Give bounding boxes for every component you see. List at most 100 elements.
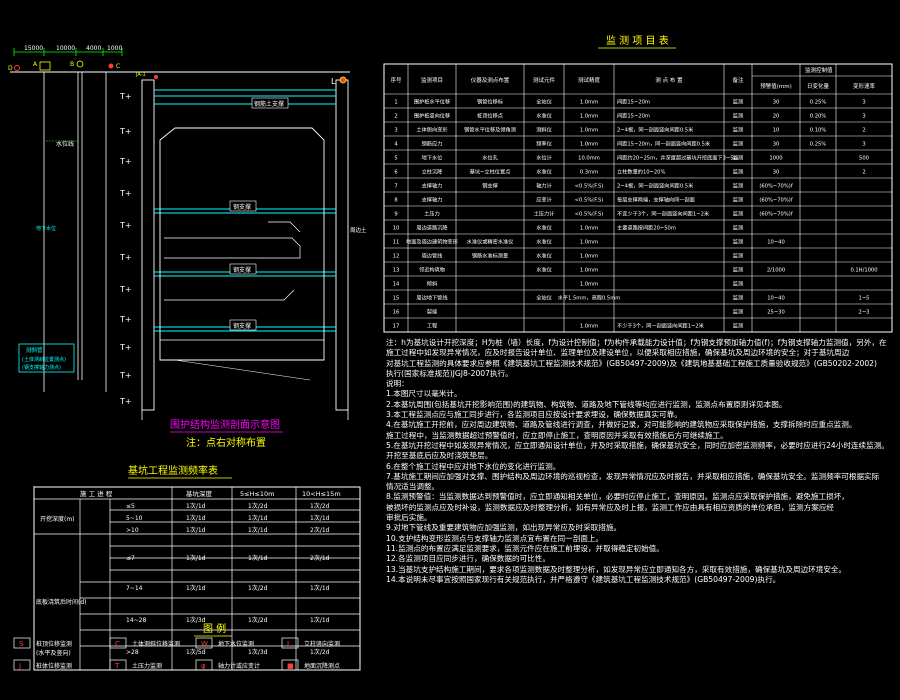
freq-cell: 1次/1d xyxy=(248,526,268,534)
note-line: 2.本基坑周围(包括基坑开挖影响范围)的建筑物、构筑物、道路及地下管线等均应进行… xyxy=(386,399,787,409)
freq-header-process: 施 工 进 程 xyxy=(80,489,113,498)
t-label: T+ xyxy=(119,397,132,406)
t-label: T+ xyxy=(119,315,132,324)
note-line: 注：h为基坑设计开挖深度；H为桩（墙）长度，f为设计控制值；f为构件承载能力设计… xyxy=(386,338,887,347)
monitor-header: 监测项目 xyxy=(421,76,443,84)
right-side-label: 周边土 xyxy=(350,226,367,234)
monitor-cell: 1.0mm xyxy=(580,254,598,260)
monitor-cell: 支撑轴力 xyxy=(422,196,443,204)
marker-c-icon xyxy=(108,63,114,69)
right-top-marker-icon xyxy=(339,76,347,84)
monitor-header: 预警值(mm) xyxy=(760,82,792,90)
marker-b: B xyxy=(70,61,74,68)
freq-cell: 2次/1d xyxy=(310,554,330,562)
freq-cell: >28 xyxy=(126,649,139,656)
freq-cell: 1次/2d xyxy=(248,616,268,624)
freq-cell: ≤7 xyxy=(126,555,135,562)
marker-d-icon xyxy=(14,65,20,71)
dim-1: 15000 xyxy=(24,45,43,52)
monitor-cell: 监测 xyxy=(733,168,743,176)
marker-a: A xyxy=(33,61,38,68)
note-line: 10.支护结构变形监测点与支撑轴力监测点宜布置在同一剖面上。 xyxy=(386,533,604,543)
note-line: 14.本说明未尽事宜按照国家现行有关规范执行，并严格遵守《建筑基坑工程监测技术规… xyxy=(386,574,781,584)
monitor-cell: 裂缝 xyxy=(427,308,437,316)
monitor-cell: <0.5%(F.S) xyxy=(575,198,604,204)
monitor-cell: 水准仪 xyxy=(536,238,552,246)
monitor-cell: 1.0mm xyxy=(580,128,598,134)
monitor-cell: 1~5 xyxy=(859,296,870,302)
legend-title: 图 例 xyxy=(203,622,226,635)
monitor-cell: 10 xyxy=(773,128,780,134)
monitor-cell: 钢支撑 xyxy=(482,182,498,190)
legend-symbol-icon xyxy=(281,637,299,649)
t-label: T+ xyxy=(119,157,132,166)
monitor-cell: 1.0mm xyxy=(580,324,598,330)
monitor-cell: 立柱沉降 xyxy=(422,168,443,176)
monitor-cell: 土体侧向变形 xyxy=(416,126,448,134)
note-line: 说明： xyxy=(386,379,409,389)
monitor-cell: 0.1H/1000 xyxy=(850,268,877,274)
monitor-header: 备注 xyxy=(732,76,744,84)
monitor-cell: 应变计 xyxy=(536,196,552,204)
monitor-header: 测试元件 xyxy=(533,76,556,84)
freq-cell: 1次/3d xyxy=(186,616,206,624)
right-top-marker: L xyxy=(331,77,336,86)
monitor-cell: 15 xyxy=(393,296,400,302)
monitor-cell: 1000 xyxy=(769,156,782,162)
monitor-cell: 1 xyxy=(394,100,397,106)
monitor-cell: 钢管水平位移及倾角测 xyxy=(464,126,516,134)
t-label: T+ xyxy=(119,253,132,262)
monitor-cell: 水位计 xyxy=(536,154,552,162)
monitor-cell: 12 xyxy=(393,254,400,260)
freq-cell: 1次/1d xyxy=(310,616,330,624)
legend-symbol: T xyxy=(114,662,120,670)
monitor-cell: 0.20% xyxy=(810,114,827,120)
monitor-cell: 每层支撑两端，支撑轴向同一剖面 xyxy=(617,196,695,204)
note-line: 1.本图尺寸以毫米计。 xyxy=(386,389,462,399)
monitor-cell: 10.0mm xyxy=(578,156,600,162)
freq-cell: ≤5 xyxy=(126,503,135,510)
freq-cell: 5~10 xyxy=(126,515,143,522)
monitor-cell: 3 xyxy=(862,100,865,106)
left-note-1: 测斜管 xyxy=(26,346,43,354)
freq-cell: 1次/3d xyxy=(248,648,268,656)
monitor-cell: 频率仪 xyxy=(536,140,552,148)
monitor-cell: 监测 xyxy=(733,322,743,330)
monitor-cell: 水准仪 xyxy=(536,112,552,120)
monitor-cell: 围护桩水平位移 xyxy=(414,98,450,106)
monitor-cell: 17 xyxy=(393,324,400,330)
monitor-cell: 14 xyxy=(393,282,400,288)
freq-header-1: 5≤H≤10m xyxy=(240,490,275,498)
freq-group-1: 开挖深度(m) xyxy=(40,515,75,523)
marker-a-icon xyxy=(39,61,51,71)
freq-cell: 1次/1d xyxy=(310,514,330,522)
monitor-cell: 倾斜 xyxy=(427,280,438,288)
monitor-cell: 2~3 xyxy=(859,310,870,316)
dim-4: 1000 xyxy=(107,45,122,52)
legend-label: 桩顶位移监测 xyxy=(36,640,72,648)
monitor-cell: 全站仪 xyxy=(536,294,552,302)
monitor-cell: 工程 xyxy=(427,322,437,330)
section-subtitle: 注：点右对称布置 xyxy=(186,436,266,449)
monitor-cell: 2 xyxy=(394,114,397,120)
legend-symbol-icon xyxy=(281,659,299,671)
legend-symbol: J xyxy=(18,662,21,670)
note-line: 6.在整个施工过程中应对地下水位的变化进行监测。 xyxy=(386,461,561,471)
note-line: 4.在基坑施工开挖前，应对周边建筑物、道路及管线进行调查，并做好记录，对可能影响… xyxy=(386,420,857,430)
legend-label: 土体测斜位移监测 xyxy=(132,640,180,648)
monitor-cell: 周边管线 xyxy=(422,252,443,260)
legend-label: 轴力计或应变计 xyxy=(218,662,260,670)
monitor-header: 测试精度 xyxy=(578,76,601,84)
freq-cell: 1次/1d xyxy=(310,584,330,592)
monitor-cell: 2 xyxy=(862,170,865,176)
freq-cell: 1次/2d xyxy=(248,584,268,592)
legend-symbol: ■ xyxy=(287,662,294,670)
note-line: 7.基坑施工期间应加强对支撑、围护结构及周边环境的巡视检查，发现异常情况应及时报… xyxy=(386,471,880,481)
monitor-cell: 30 xyxy=(773,142,780,148)
monitor-cell: 监测 xyxy=(733,238,743,246)
monitor-cell: 水位孔 xyxy=(482,154,498,162)
monitor-header-group: 监测控制值 xyxy=(805,66,833,74)
monitor-cell: 监测 xyxy=(733,252,743,260)
left-top-marker: JA-1 xyxy=(135,72,146,78)
